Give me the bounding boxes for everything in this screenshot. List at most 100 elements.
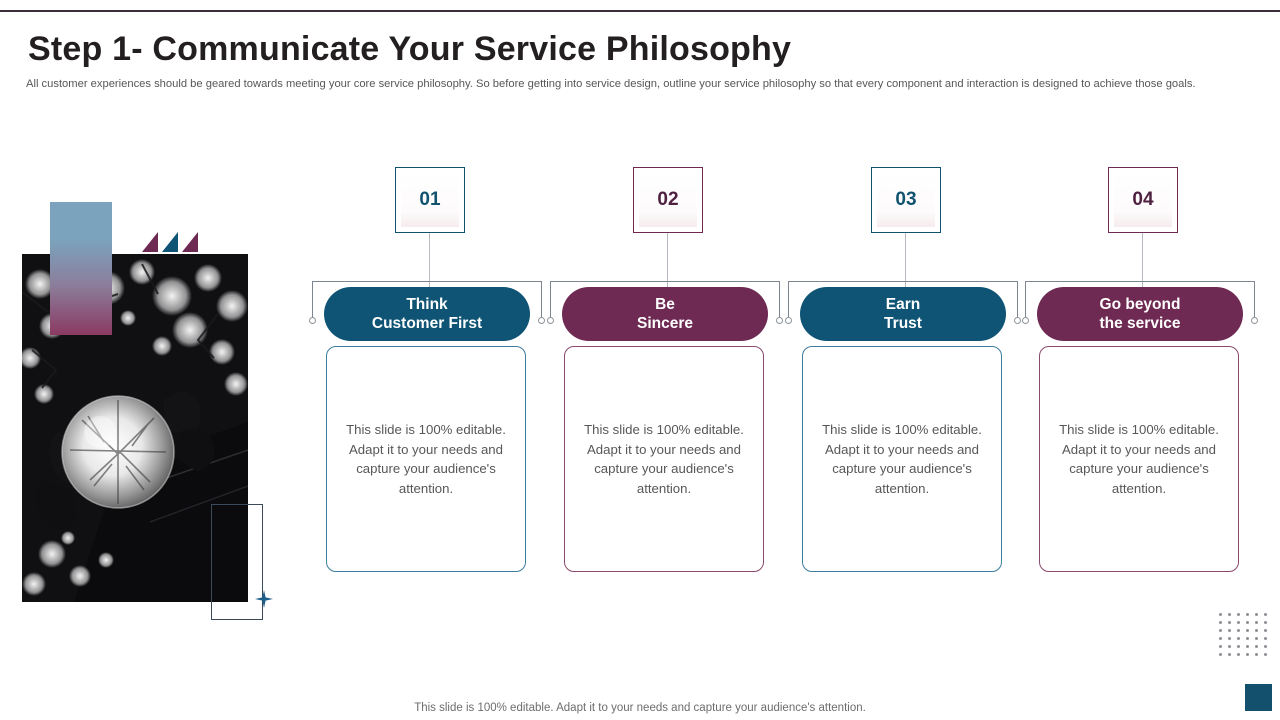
step-number-3: 03 bbox=[895, 189, 917, 210]
bracket-dot-left-3 bbox=[785, 317, 792, 324]
number-box-inner-shade bbox=[877, 173, 935, 227]
dot bbox=[1219, 621, 1222, 624]
step-title-line2-3: Trust bbox=[884, 315, 922, 332]
outline-rectangle-accent bbox=[211, 504, 263, 620]
dot bbox=[1228, 645, 1231, 648]
step-body-card-2[interactable]: This slide is 100% editable. Adapt it to… bbox=[564, 346, 764, 572]
dot bbox=[1228, 653, 1231, 656]
step-number-box-2: 02 bbox=[633, 167, 703, 233]
step-body-card-4[interactable]: This slide is 100% editable. Adapt it to… bbox=[1039, 346, 1239, 572]
dot bbox=[1246, 629, 1249, 632]
dot bbox=[1237, 613, 1240, 616]
step-number-1: 01 bbox=[419, 189, 441, 210]
dot bbox=[1255, 613, 1258, 616]
dot bbox=[1228, 621, 1231, 624]
dot bbox=[1219, 645, 1222, 648]
dot bbox=[1255, 645, 1258, 648]
bracket-dot-right-4 bbox=[1251, 317, 1258, 324]
dot bbox=[1219, 613, 1222, 616]
step-column-3: 03 Earn Trust This slide is 100% editabl… bbox=[780, 0, 1026, 720]
dot bbox=[1237, 637, 1240, 640]
connector-line-3 bbox=[905, 233, 906, 293]
step-title-line2-1: Customer First bbox=[371, 315, 483, 332]
dot bbox=[1219, 637, 1222, 640]
step-number-box-4: 04 bbox=[1108, 167, 1178, 233]
step-title-pill-3[interactable]: Earn Trust bbox=[800, 287, 1006, 341]
connector-line-2 bbox=[667, 233, 668, 293]
step-body-card-1[interactable]: This slide is 100% editable. Adapt it to… bbox=[326, 346, 526, 572]
step-body-text-4: This slide is 100% editable. Adapt it to… bbox=[1059, 422, 1219, 496]
step-column-1: 01 Think Customer First This slide is 10… bbox=[304, 0, 550, 720]
triangle-accent-plum-right bbox=[182, 232, 198, 252]
connector-line-1 bbox=[429, 233, 430, 293]
dot bbox=[1228, 613, 1231, 616]
dot-grid-decoration bbox=[1219, 613, 1271, 659]
connector-line-4 bbox=[1142, 233, 1143, 293]
step-title-pill-4[interactable]: Go beyond the service bbox=[1037, 287, 1243, 341]
dot bbox=[1246, 613, 1249, 616]
dot bbox=[1255, 637, 1258, 640]
gradient-accent-panel bbox=[50, 202, 112, 335]
dot bbox=[1264, 653, 1267, 656]
dot bbox=[1246, 645, 1249, 648]
step-title-line1-4: Go beyond bbox=[1099, 296, 1181, 313]
dot bbox=[1237, 621, 1240, 624]
bracket-frame-2 bbox=[550, 281, 780, 321]
step-title-pill-1[interactable]: Think Customer First bbox=[324, 287, 530, 341]
dot bbox=[1264, 645, 1267, 648]
bracket-frame-4 bbox=[1025, 281, 1255, 321]
bracket-frame-3 bbox=[788, 281, 1018, 321]
dot bbox=[1255, 621, 1258, 624]
page-subtitle: All customer experiences should be geare… bbox=[26, 78, 1196, 90]
dot bbox=[1255, 629, 1258, 632]
dot bbox=[1228, 637, 1231, 640]
step-column-2: 02 Be Sincere This slide is 100% editabl… bbox=[542, 0, 788, 720]
bracket-dot-left-4 bbox=[1022, 317, 1029, 324]
step-body-text-1: This slide is 100% editable. Adapt it to… bbox=[346, 422, 506, 496]
dot bbox=[1219, 653, 1222, 656]
bracket-dot-right-3 bbox=[1014, 317, 1021, 324]
dot bbox=[1264, 613, 1267, 616]
dot bbox=[1264, 629, 1267, 632]
dot bbox=[1246, 637, 1249, 640]
bracket-dot-right-2 bbox=[776, 317, 783, 324]
dot bbox=[1237, 653, 1240, 656]
page-title: Step 1- Communicate Your Service Philoso… bbox=[28, 30, 792, 68]
step-number-4: 04 bbox=[1132, 189, 1154, 210]
step-body-text-3: This slide is 100% editable. Adapt it to… bbox=[822, 422, 982, 496]
step-column-4: 04 Go beyond the service This slide is 1… bbox=[1017, 0, 1263, 720]
bracket-frame-1 bbox=[312, 281, 542, 321]
step-title-line2-2: Sincere bbox=[636, 315, 693, 332]
step-number-box-3: 03 bbox=[871, 167, 941, 233]
dot bbox=[1246, 653, 1249, 656]
dot bbox=[1246, 621, 1249, 624]
triangle-accent-plum-left bbox=[142, 232, 158, 252]
step-body-text-2: This slide is 100% editable. Adapt it to… bbox=[584, 422, 744, 496]
step-title-line1-3: Earn bbox=[885, 296, 921, 313]
dot bbox=[1237, 629, 1240, 632]
triangle-accent-group bbox=[142, 232, 198, 252]
number-box-inner-shade bbox=[401, 173, 459, 227]
triangle-accent-teal-middle bbox=[162, 232, 178, 252]
dot bbox=[1264, 637, 1267, 640]
step-title-line1-1: Think bbox=[406, 296, 448, 313]
dot bbox=[1228, 629, 1231, 632]
top-divider-rule bbox=[0, 10, 1280, 12]
bracket-dot-left-1 bbox=[309, 317, 316, 324]
number-box-inner-shade bbox=[639, 173, 697, 227]
step-title-line2-4: the service bbox=[1099, 315, 1181, 332]
step-number-2: 02 bbox=[657, 189, 679, 210]
number-box-inner-shade bbox=[1114, 173, 1172, 227]
step-body-card-3[interactable]: This slide is 100% editable. Adapt it to… bbox=[802, 346, 1002, 572]
footer-note: This slide is 100% editable. Adapt it to… bbox=[414, 702, 866, 714]
sparkle-icon bbox=[255, 590, 273, 608]
step-title-pill-2[interactable]: Be Sincere bbox=[562, 287, 768, 341]
corner-square-accent bbox=[1245, 684, 1272, 711]
dot bbox=[1255, 653, 1258, 656]
dot bbox=[1264, 621, 1267, 624]
step-title-line1-2: Be bbox=[655, 296, 675, 313]
step-number-box-1: 01 bbox=[395, 167, 465, 233]
bracket-dot-left-2 bbox=[547, 317, 554, 324]
dot bbox=[1237, 645, 1240, 648]
